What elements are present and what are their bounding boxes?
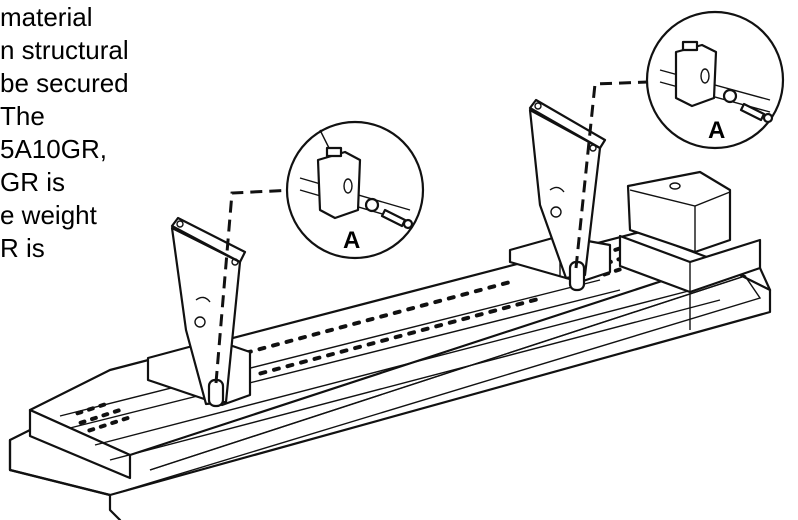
instruction-text-line-5: 5A10GR,	[0, 134, 107, 164]
left-callout-label: A	[343, 227, 360, 254]
left-mounting-bracket	[146, 216, 252, 408]
right-callout-label: A	[708, 117, 725, 144]
instruction-text-line-4: The	[0, 101, 45, 131]
instruction-text-line-8: R is	[0, 233, 45, 263]
leader-lines	[214, 80, 649, 384]
left-detail-callout: A	[285, 120, 425, 260]
control-box	[618, 170, 772, 330]
instruction-text-line-6: GR is	[0, 167, 65, 197]
instruction-text-line-2: n structural	[0, 35, 129, 65]
right-detail-callout: A	[645, 10, 785, 150]
instruction-text-line-1: material	[0, 2, 93, 32]
instruction-text-line-3: be secured	[0, 68, 129, 98]
instruction-text-line-7: e weight	[0, 200, 97, 230]
right-mounting-bracket	[508, 98, 612, 292]
